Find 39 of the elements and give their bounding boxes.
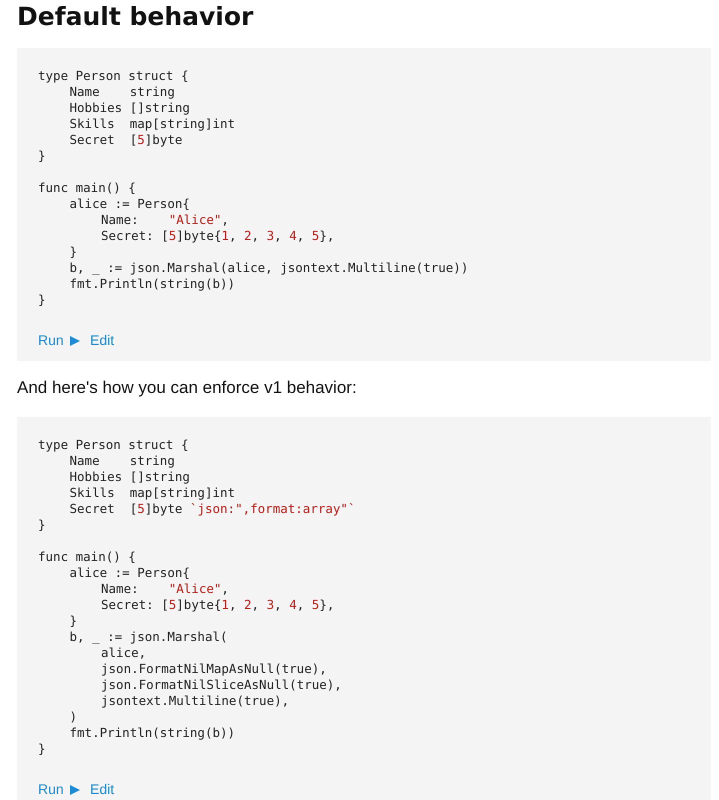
code-line: }: [70, 244, 78, 260]
code-line: Name string: [70, 453, 175, 469]
code-line: Name string: [70, 84, 175, 100]
paragraph: And here's how you can enforce v1 behavior:: [17, 378, 357, 398]
code-line: Secret [5]byte `json:",format:array"`: [70, 501, 356, 517]
code-line: ): [70, 709, 78, 725]
code-line: func main() {: [38, 549, 136, 565]
code-line: Name: "Alice",: [101, 581, 229, 597]
code-line: func main() {: [38, 180, 136, 196]
code-line: }: [38, 292, 46, 308]
code-line: alice := Person{: [70, 196, 190, 212]
code-line: fmt.Println(string(b)): [70, 725, 236, 741]
code-line: Hobbies []string: [70, 100, 190, 116]
code-line: Skills map[string]int: [70, 116, 236, 132]
code-line: }: [70, 613, 78, 629]
code-line: Secret: [5]byte{1, 2, 3, 4, 5},: [101, 228, 334, 244]
code-line: b, _ := json.Marshal(alice, jsontext.Multiline(true)): [70, 260, 468, 276]
code-line: b, _ := json.Marshal(: [70, 629, 228, 645]
code-line: Skills map[string]int: [70, 485, 236, 501]
code-line: type Person struct {: [38, 68, 189, 84]
run-link: Run: [38, 332, 80, 348]
code-line: alice,: [101, 645, 146, 661]
code-line: Secret: [5]byte{1, 2, 3, 4, 5},: [101, 597, 334, 613]
code-line: type Person struct {: [38, 437, 189, 453]
run-link: Run: [38, 781, 80, 797]
code-line: }: [38, 741, 46, 757]
code-line: }: [38, 148, 46, 164]
code-line: }: [38, 517, 46, 533]
code-line: alice := Person{: [70, 565, 190, 581]
code-line: Secret [5]byte: [70, 132, 182, 148]
code-line: Hobbies []string: [70, 469, 190, 485]
heading: Default behavior: [17, 2, 254, 31]
code-line: fmt.Println(string(b)): [70, 276, 236, 292]
code-line: Name: "Alice",: [101, 212, 229, 228]
code-line: json.FormatNilSliceAsNull(true),: [101, 677, 342, 693]
edit-link: Edit: [90, 781, 114, 797]
edit-link: Edit: [90, 332, 114, 348]
code-line: json.FormatNilMapAsNull(true),: [101, 661, 327, 677]
code-line: jsontext.Multiline(true),: [101, 693, 290, 709]
